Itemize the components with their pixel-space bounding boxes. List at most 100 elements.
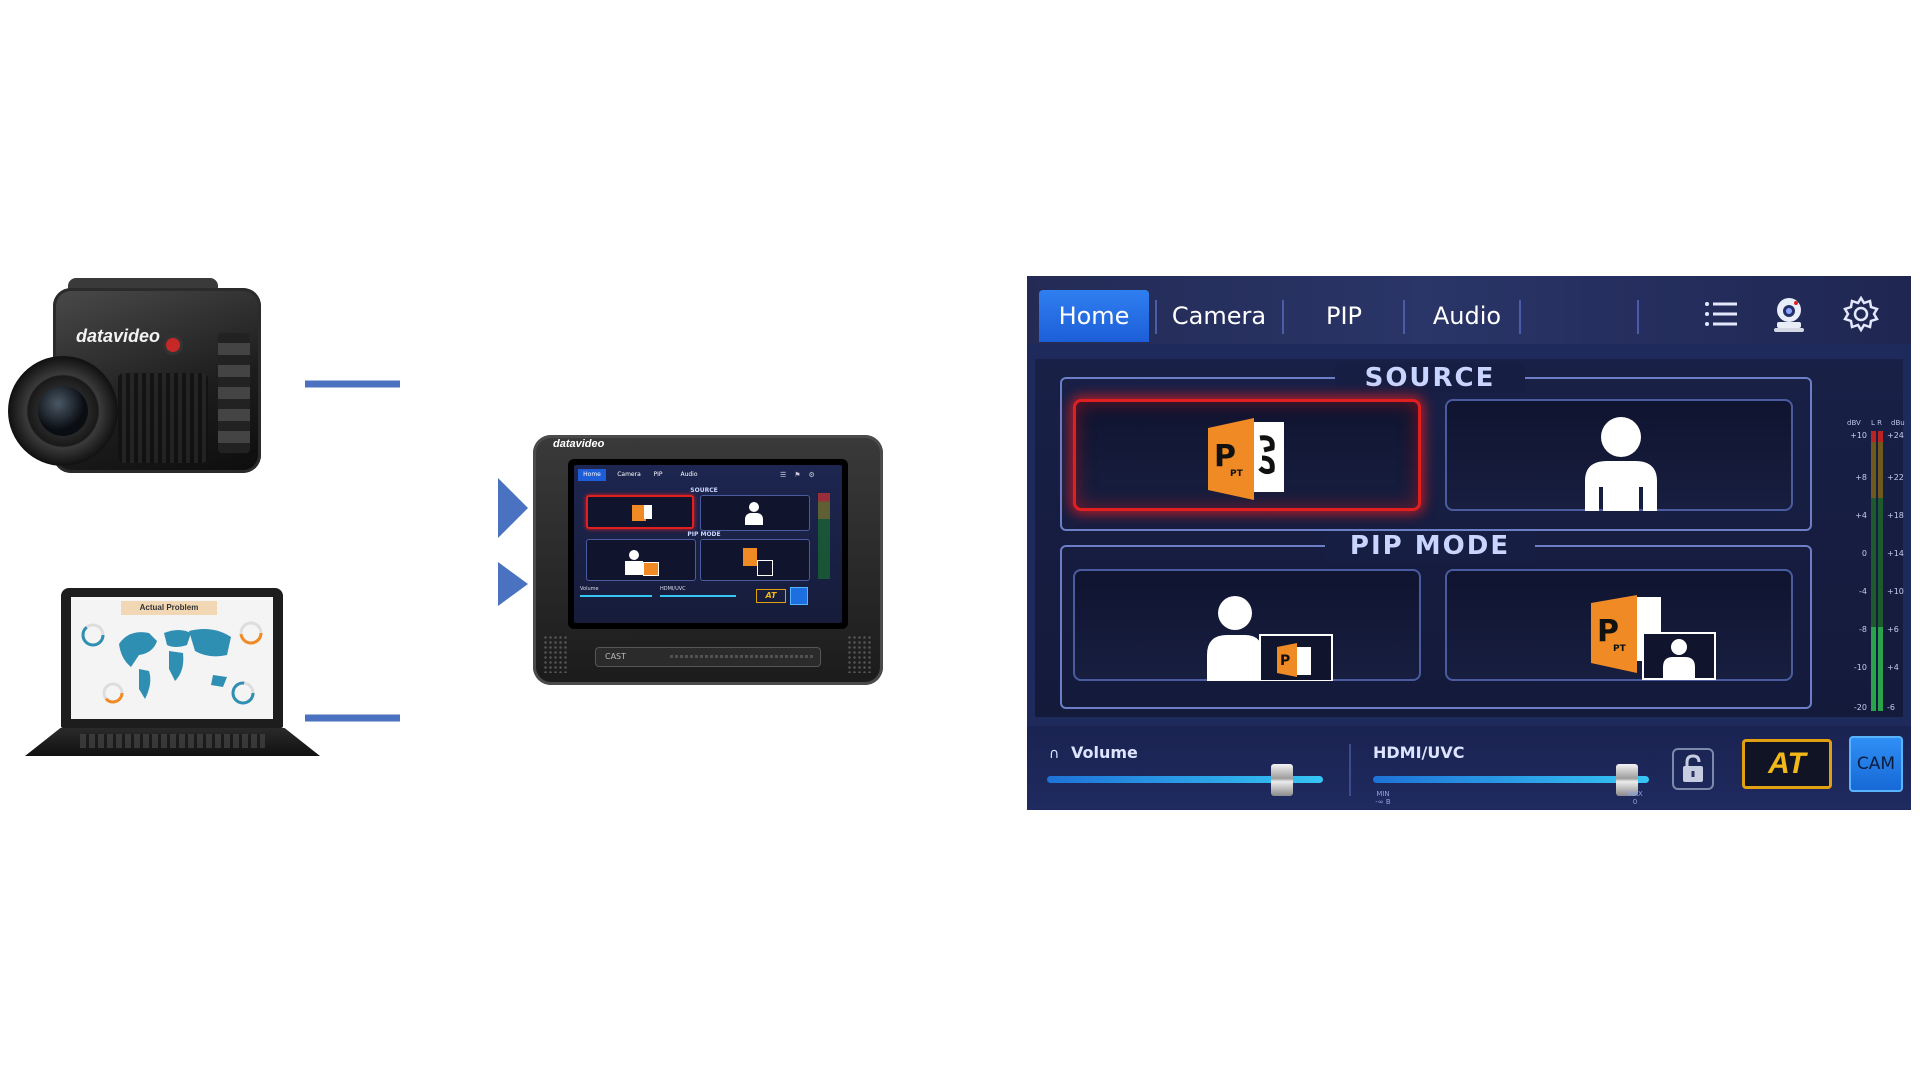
- tab-divider: [1403, 300, 1405, 334]
- mini-pip-title: PIP MODE: [674, 531, 734, 538]
- camera-grille: [118, 373, 208, 463]
- speaker-grill-right: [847, 635, 873, 673]
- volume-label: Volume: [1071, 743, 1138, 762]
- source-title: SOURCE: [1335, 363, 1525, 393]
- svg-text:PT: PT: [1230, 469, 1244, 479]
- meter-right-tick: +22: [1887, 473, 1904, 482]
- mini-pip-2: [700, 539, 810, 581]
- mini-tab-camera: Camera: [612, 469, 646, 481]
- meter-left-tick: 0: [1847, 549, 1867, 558]
- pip-ppt-person-icon: P PT: [1587, 591, 1717, 681]
- speaker-grill-left: [543, 635, 569, 673]
- meter-bar-right: [1878, 431, 1883, 711]
- camera-brand: datavideo: [76, 326, 160, 347]
- pip-person-ppt-button[interactable]: P: [1073, 569, 1421, 681]
- meter-left-tick: +4: [1847, 511, 1867, 520]
- meter-right-tick: -6: [1887, 703, 1895, 712]
- mini-source-title: SOURCE: [674, 487, 734, 494]
- mini-tab-home: Home: [578, 469, 606, 481]
- ppt-icon: P PT: [1204, 414, 1296, 504]
- headphone-icon: ∩: [1049, 746, 1059, 762]
- top-nav-bar: Home Camera PIP Audio: [1027, 276, 1911, 344]
- camera-device: datavideo: [8, 278, 263, 478]
- mini-tab-pip: PIP: [648, 469, 668, 481]
- mini-source-person: [700, 495, 810, 531]
- pip-title: PIP MODE: [1325, 531, 1535, 561]
- meter-left-header: dBV: [1847, 419, 1861, 427]
- device-footer-plate: CAST: [595, 647, 821, 667]
- at-button[interactable]: AT: [1742, 739, 1832, 789]
- meter-left-tick: -4: [1847, 587, 1867, 596]
- meter-left-tick: -8: [1847, 625, 1867, 634]
- mini-volume-label: Volume: [580, 586, 599, 592]
- laptop-arrowhead: [498, 562, 528, 606]
- laptop-keys: [80, 734, 265, 748]
- tab-divider: [1282, 300, 1284, 334]
- footer-text-line: [670, 655, 815, 658]
- hdmi-max-label: MAX0: [1625, 790, 1645, 806]
- hdmi-uvc-label: HDMI/UVC: [1373, 743, 1465, 762]
- tab-divider: [1519, 300, 1521, 334]
- cam-button[interactable]: CAM: [1849, 736, 1903, 792]
- audio-level-meter: dBV L R dBu +10 +24 +8 +22 +4 +18 0 +14 -4 +10 -8 +…: [1847, 419, 1907, 719]
- mini-hdmi-track: [660, 595, 736, 597]
- mini-cam-button: [790, 587, 808, 605]
- hdmi-slider-track[interactable]: [1373, 776, 1649, 783]
- meter-right-tick: +24: [1887, 431, 1904, 440]
- lens-glass: [38, 386, 88, 436]
- meter-right-tick: +14: [1887, 549, 1904, 558]
- mini-icons: ☰⚑⚙: [780, 470, 838, 480]
- tab-home[interactable]: Home: [1039, 290, 1149, 342]
- mini-hdmi-label: HDMI/UVC: [660, 586, 686, 592]
- meter-mid-header: L R: [1871, 419, 1882, 427]
- camera-arrowhead: [498, 478, 528, 538]
- camera-ports: [218, 333, 250, 453]
- meter-right-tick: +10: [1887, 587, 1904, 596]
- meter-left-tick: -20: [1847, 703, 1867, 712]
- list-icon[interactable]: [1697, 290, 1745, 338]
- record-light: [166, 338, 180, 352]
- device-screen: Home Camera PIP Audio ☰⚑⚙ SOURCE PIP MOD…: [568, 459, 848, 629]
- tab-divider: [1637, 300, 1639, 334]
- svg-text:P: P: [1280, 653, 1290, 669]
- meter-left-tick: +10: [1847, 431, 1867, 440]
- mini-meter: [818, 493, 830, 579]
- svg-text:PT: PT: [1613, 644, 1627, 654]
- control-panel: Home Camera PIP Audio SOURCE: [1027, 276, 1911, 810]
- tab-pip[interactable]: PIP: [1289, 290, 1399, 342]
- person-icon: [1581, 415, 1661, 511]
- device-brand: datavideo: [553, 438, 604, 450]
- pip-ppt-person-button[interactable]: P PT: [1445, 569, 1793, 681]
- meter-right-tick: +4: [1887, 663, 1899, 672]
- cast-device: datavideo Home Camera PIP Audio ☰⚑⚙ SOUR…: [533, 435, 883, 685]
- mini-at-button: AT: [756, 589, 786, 603]
- mini-tab-audio: Audio: [674, 469, 704, 481]
- laptop-screen: Actual Problem: [61, 588, 283, 728]
- home-content: SOURCE P PT PIP MODE: [1035, 359, 1903, 717]
- bottom-divider: [1349, 744, 1351, 796]
- device-mini-ui: Home Camera PIP Audio ☰⚑⚙ SOURCE PIP MOD…: [574, 465, 842, 623]
- footer-logo: CAST: [605, 650, 661, 664]
- stat-rings: [71, 597, 273, 719]
- laptop-display: Actual Problem: [71, 597, 273, 719]
- hdmi-min-label: MIN-∞ B: [1373, 790, 1393, 806]
- meter-left-tick: +8: [1847, 473, 1867, 482]
- meter-right-header: dBu: [1891, 419, 1905, 427]
- pip-person-ppt-icon: P: [1205, 595, 1345, 681]
- meter-bar-left: [1871, 431, 1876, 711]
- source-ppt-button[interactable]: P PT: [1073, 399, 1421, 511]
- tab-divider: [1155, 300, 1157, 334]
- meter-right-tick: +18: [1887, 511, 1904, 520]
- volume-slider-knob[interactable]: [1271, 764, 1293, 796]
- ptz-camera-icon[interactable]: [1765, 290, 1813, 338]
- source-camera-button[interactable]: [1445, 399, 1793, 511]
- mini-volume-track: [580, 595, 652, 597]
- lock-icon[interactable]: [1672, 748, 1714, 790]
- mini-pip-1: [586, 539, 696, 581]
- tab-camera[interactable]: Camera: [1161, 290, 1277, 342]
- laptop-device: Actual Problem: [25, 588, 320, 768]
- meter-left-tick: -10: [1847, 663, 1867, 672]
- tab-audio[interactable]: Audio: [1409, 290, 1525, 342]
- gear-icon[interactable]: [1837, 290, 1885, 338]
